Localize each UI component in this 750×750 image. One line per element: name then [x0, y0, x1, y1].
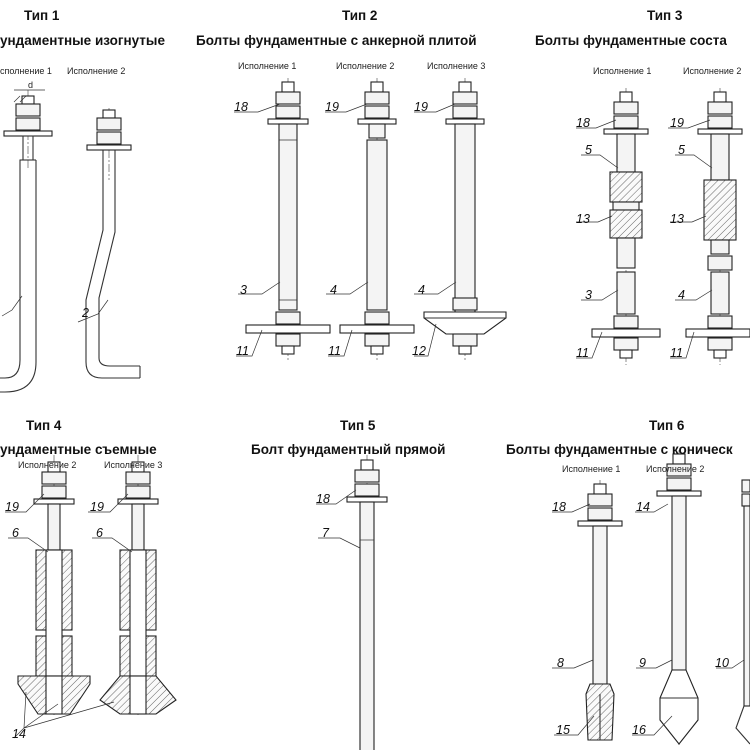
type4-bolt-version2 — [17, 455, 91, 715]
type2-variant3-label: Исполнение 3 — [427, 61, 486, 71]
type3-title: Болты фундаментные соста — [535, 33, 727, 48]
callout-19-type3: 19 — [670, 116, 684, 130]
type6-label: Тип 6 — [649, 418, 685, 433]
type3-bolt-version2 — [685, 88, 750, 365]
callout-14-type4: 14 — [12, 727, 26, 741]
callout-18-type2: 18 — [234, 100, 248, 114]
callout-6-type4-v3: 6 — [96, 526, 103, 540]
type2-bolt-version3 — [423, 78, 507, 360]
type1-diameter-label: d — [28, 80, 34, 90]
type2-variant2-label: Исполнение 2 — [336, 61, 395, 71]
callout-3-type3: 3 — [585, 288, 592, 302]
type4-variant2-label: Исполнение 2 — [18, 460, 77, 470]
type3-label: Тип 3 — [647, 8, 683, 23]
callout-18-type6: 18 — [552, 500, 566, 514]
type6-bolt-version2 — [656, 450, 702, 745]
callout-5-type3-v2: 5 — [678, 143, 685, 157]
callout-6-type4-v2: 6 — [12, 526, 19, 540]
callout-13-type3-v1: 13 — [576, 212, 590, 226]
type4-title: ундаментные съемные — [0, 442, 157, 457]
type5-bolt — [346, 455, 388, 750]
type6-variant1-label: Исполнение 1 — [562, 464, 621, 474]
type4-variant3-label: Исполнение 3 — [104, 460, 163, 470]
callout-13-type3-v2: 13 — [670, 212, 684, 226]
type1-variant1-label: сполнение 1 — [0, 66, 52, 76]
callout-4-type2-v2: 4 — [330, 283, 337, 297]
leader-lines — [1, 103, 745, 739]
callout-4-type2-v3: 4 — [418, 283, 425, 297]
type3-variant2-label: Исполнение 2 — [683, 66, 742, 76]
type4-bolt-version3 — [99, 455, 177, 715]
type1-title: ундаментные изогнутые — [0, 33, 165, 48]
type6-bolt-version1 — [577, 480, 623, 741]
callout-4-type3: 4 — [678, 288, 685, 302]
type3-bolt-version1 — [591, 88, 661, 365]
type1-variant2-label: Исполнение 2 — [67, 66, 126, 76]
type2-bolt-version2 — [339, 78, 415, 360]
callout-18-type5: 18 — [316, 492, 330, 506]
type5-title: Болт фундаментный прямой — [251, 442, 446, 457]
callout-7-type5: 7 — [322, 526, 329, 540]
type1-label: Тип 1 — [24, 8, 60, 23]
callout-9-type6: 9 — [639, 656, 646, 670]
type2-variant1-label: Исполнение 1 — [238, 61, 297, 71]
type4-label: Тип 4 — [26, 418, 62, 433]
callout-18-type3: 18 — [576, 116, 590, 130]
type5-label: Тип 5 — [340, 418, 376, 433]
callout-11-type3-v1: 11 — [576, 346, 589, 360]
type2-label: Тип 2 — [342, 8, 378, 23]
callout-10-type6: 10 — [715, 656, 729, 670]
callout-15-type6: 15 — [556, 723, 570, 737]
callout-19-type4-v3: 19 — [90, 500, 104, 514]
callout-11-type2-v2: 11 — [328, 344, 341, 358]
callout-11-type3-v2: 11 — [670, 346, 683, 360]
callout-5-type3-v1: 5 — [585, 143, 592, 157]
type6-title: Болты фундаментные с коническ — [506, 442, 733, 457]
callout-12-type2: 12 — [412, 344, 426, 358]
type6-bolt-version3-partial — [735, 479, 750, 745]
callout-19-type2-v3: 19 — [414, 100, 428, 114]
callout-11-type2-v1: 11 — [236, 344, 249, 358]
callout-14-type6: 14 — [636, 500, 650, 514]
callout-19-type2-v2: 19 — [325, 100, 339, 114]
type6-variant2-label: Исполнение 2 — [646, 464, 705, 474]
type3-variant1-label: Исполнение 1 — [593, 66, 652, 76]
type2-bolt-version1 — [245, 78, 331, 360]
callout-2-type1: 2 — [82, 306, 89, 320]
callout-19-type4-v2: 19 — [5, 500, 19, 514]
callout-16-type6: 16 — [632, 723, 646, 737]
callout-3-type2: 3 — [240, 283, 247, 297]
type1-bolt-version1 — [0, 89, 53, 393]
type2-title: Болты фундаментные с анкерной плитой — [196, 33, 477, 48]
callout-8-type6: 8 — [557, 656, 564, 670]
type1-bolt-version2 — [85, 108, 141, 379]
